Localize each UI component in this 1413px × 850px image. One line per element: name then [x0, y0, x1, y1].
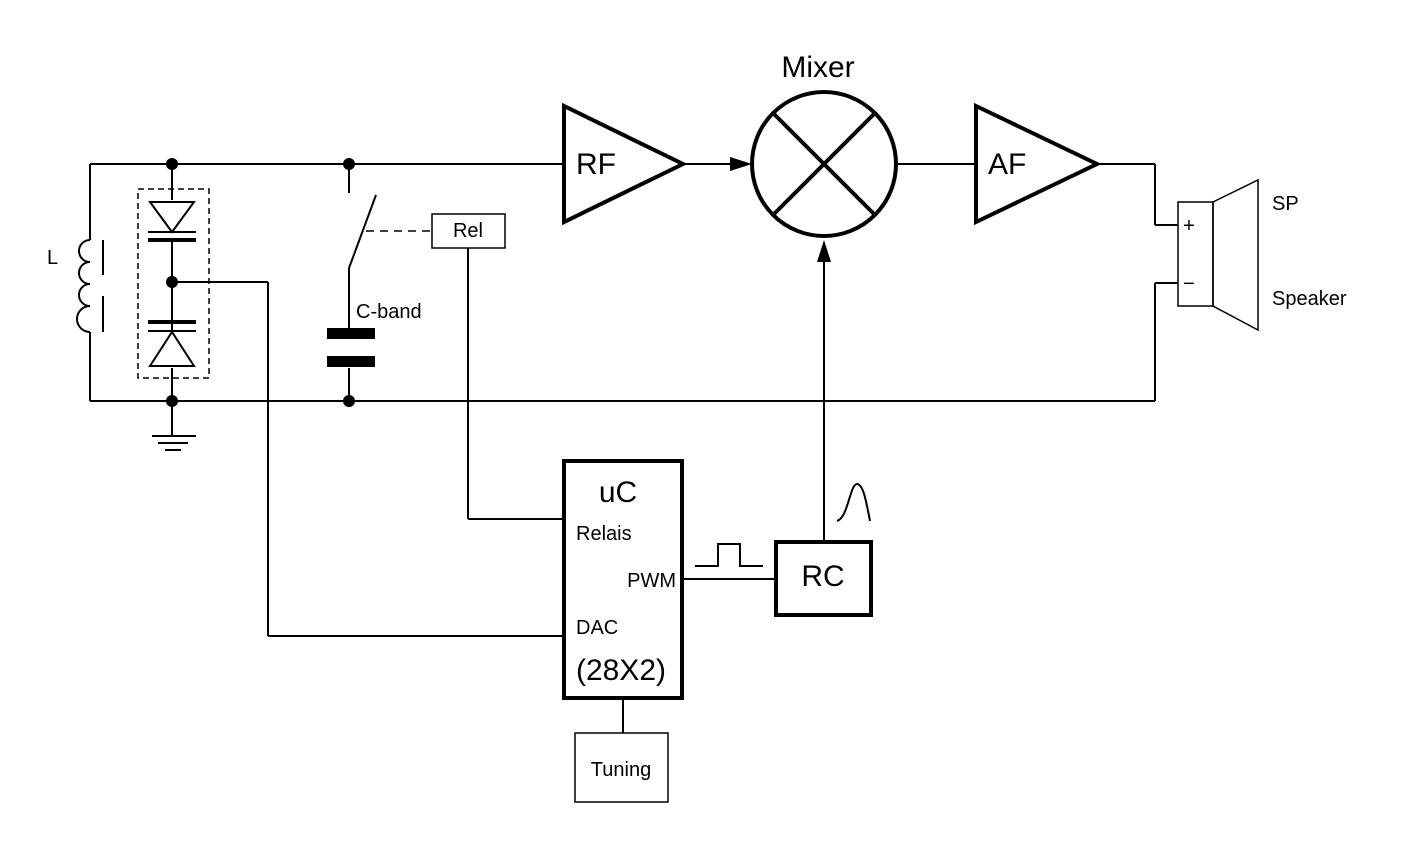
rc-label: RC — [801, 560, 844, 593]
varicap-diodes — [137, 188, 210, 379]
pwm-pulse-icon — [695, 543, 763, 567]
af-amplifier: AF — [974, 102, 1102, 226]
rf-label: RF — [576, 148, 616, 181]
relay-switch — [348, 194, 432, 269]
junction-dots — [166, 158, 355, 407]
speaker-minus-label: − — [1183, 273, 1195, 295]
mixer-lo-arrow — [817, 240, 831, 262]
microcontroller-block: uC Relais PWM DAC (28X2) — [562, 459, 684, 700]
c-band-capacitor — [327, 328, 375, 367]
inductor-label: L — [47, 247, 58, 269]
uc-pwm-pin: PWM — [627, 570, 676, 592]
uc-model: (28X2) — [576, 654, 666, 687]
c-band-label: C-band — [356, 301, 422, 323]
speaker-icon: + − — [1177, 178, 1259, 332]
speaker-plus-label: + — [1183, 215, 1195, 237]
ground-icon — [152, 435, 196, 451]
uc-title: uC — [599, 476, 637, 509]
uc-relais-pin: Relais — [576, 523, 632, 545]
rc-filter-block: RC — [774, 540, 873, 617]
mixer-label: Mixer — [781, 51, 854, 84]
af-label: AF — [988, 148, 1026, 181]
rf-amplifier: RF — [562, 102, 688, 226]
mixer-input-arrow — [730, 157, 752, 171]
uc-dac-pin: DAC — [576, 617, 618, 639]
ramp-waveform-icon — [836, 482, 871, 522]
relay-label: Rel — [453, 220, 483, 242]
tuning-label: Tuning — [591, 759, 651, 781]
tuning-block: Tuning — [574, 732, 669, 803]
speaker-label: Speaker — [1272, 288, 1347, 310]
relay-box: Rel — [431, 213, 506, 249]
mixer — [750, 90, 898, 238]
inductor-coil — [76, 239, 104, 333]
sp-label: SP — [1272, 193, 1299, 215]
